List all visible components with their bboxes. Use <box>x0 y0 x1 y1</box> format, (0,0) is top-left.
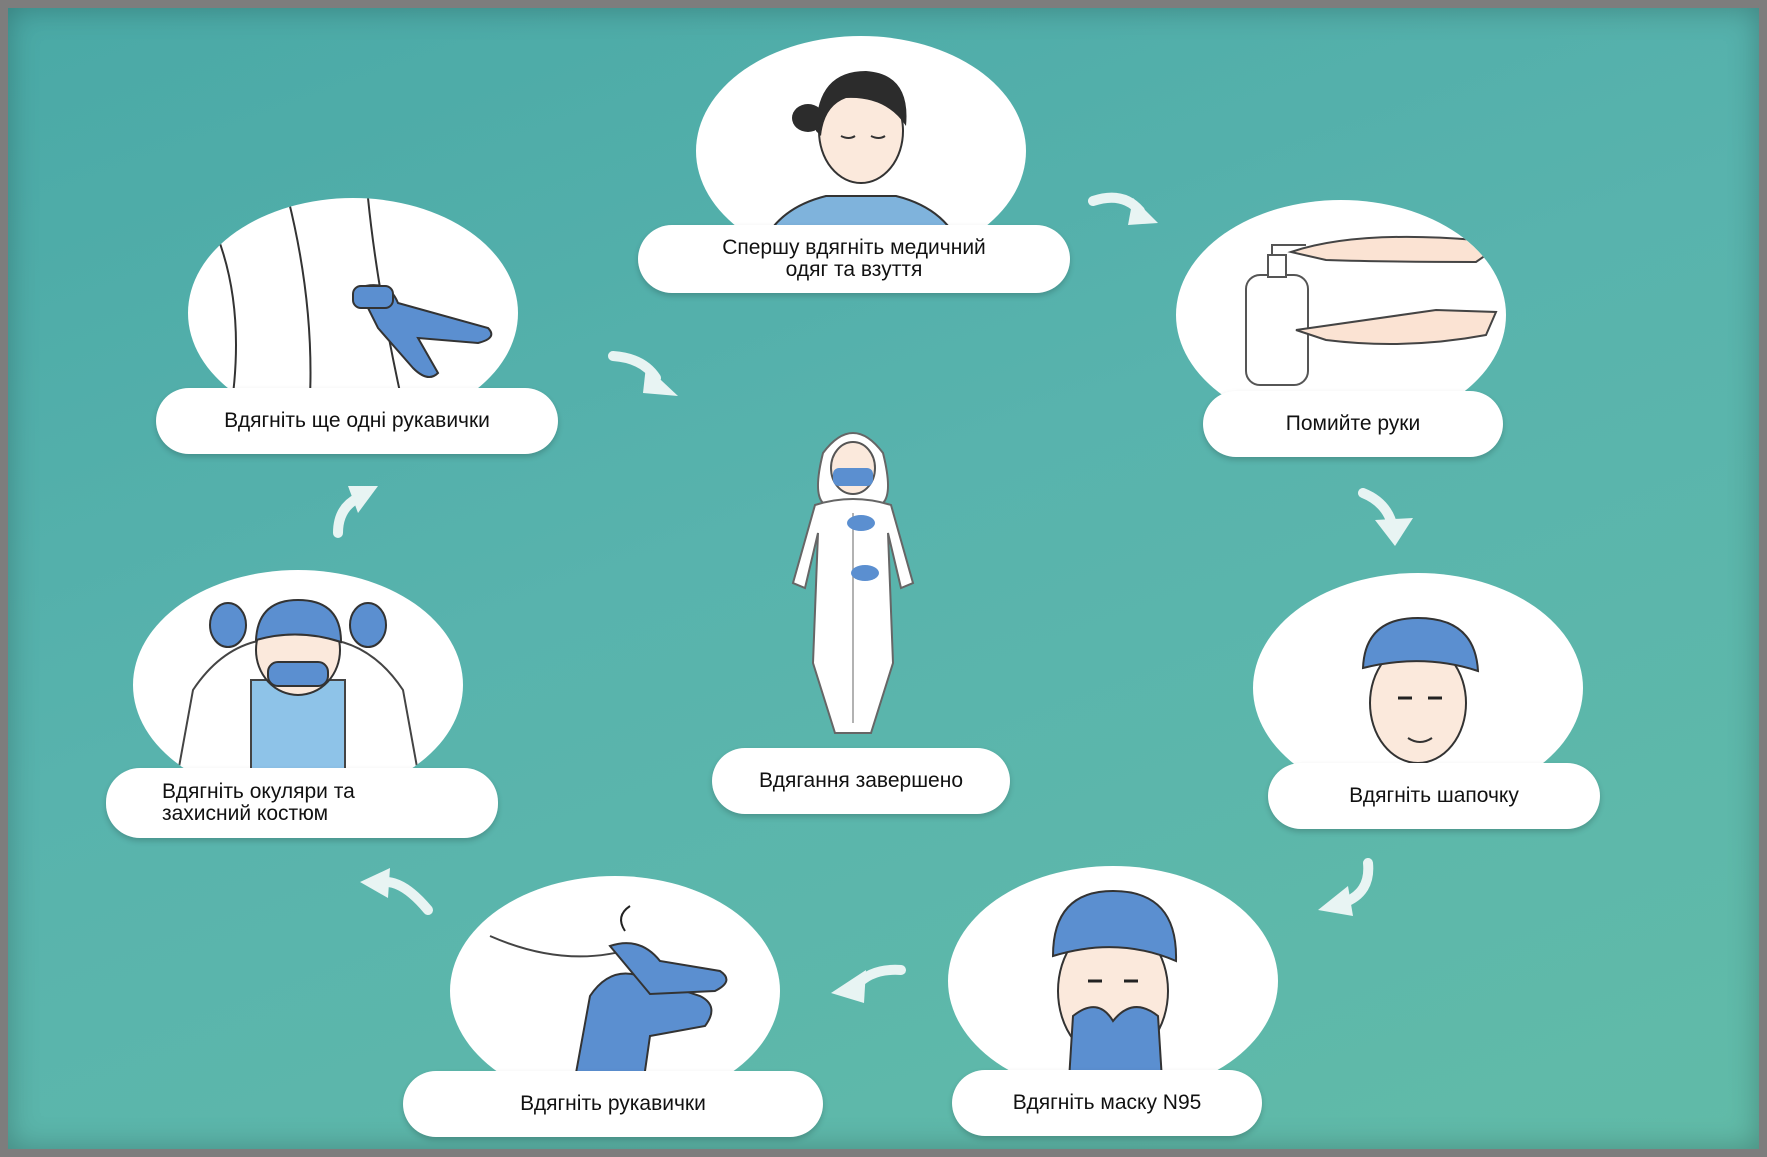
step-goggles-illustration <box>133 570 463 800</box>
step-goggles-label: Вдягніть окуляри та захисний костюм <box>106 768 498 838</box>
arrow-up-left-icon <box>358 860 438 920</box>
arrow-down-left-icon <box>1313 858 1393 918</box>
completed-ppe-figure <box>753 413 953 743</box>
step-gloves2-label: Вдягніть ще одні рукавички <box>156 388 558 454</box>
arrow-down-right-icon <box>608 348 688 408</box>
step-wash-label: Помийте руки <box>1203 391 1503 457</box>
step-mask-label: Вдягніть маску N95 <box>952 1070 1262 1136</box>
step-clothes-label: Спершу вдягніть медичний одяг та взуття <box>638 225 1070 293</box>
step-mask-illustration <box>948 866 1278 1096</box>
ppe-donning-diagram: Спершу вдягніть медичний одяг та взуття … <box>8 8 1759 1149</box>
arrow-down-icon <box>1353 488 1433 548</box>
step-cap-label: Вдягніть шапочку <box>1268 763 1600 829</box>
arrow-left-icon <box>826 948 906 1008</box>
step-gloves-label: Вдягніть рукавички <box>403 1071 823 1137</box>
arrow-up-icon <box>318 478 398 538</box>
arrow-right-icon <box>1088 183 1168 243</box>
step-done-label: Вдягання завершено <box>712 748 1010 814</box>
